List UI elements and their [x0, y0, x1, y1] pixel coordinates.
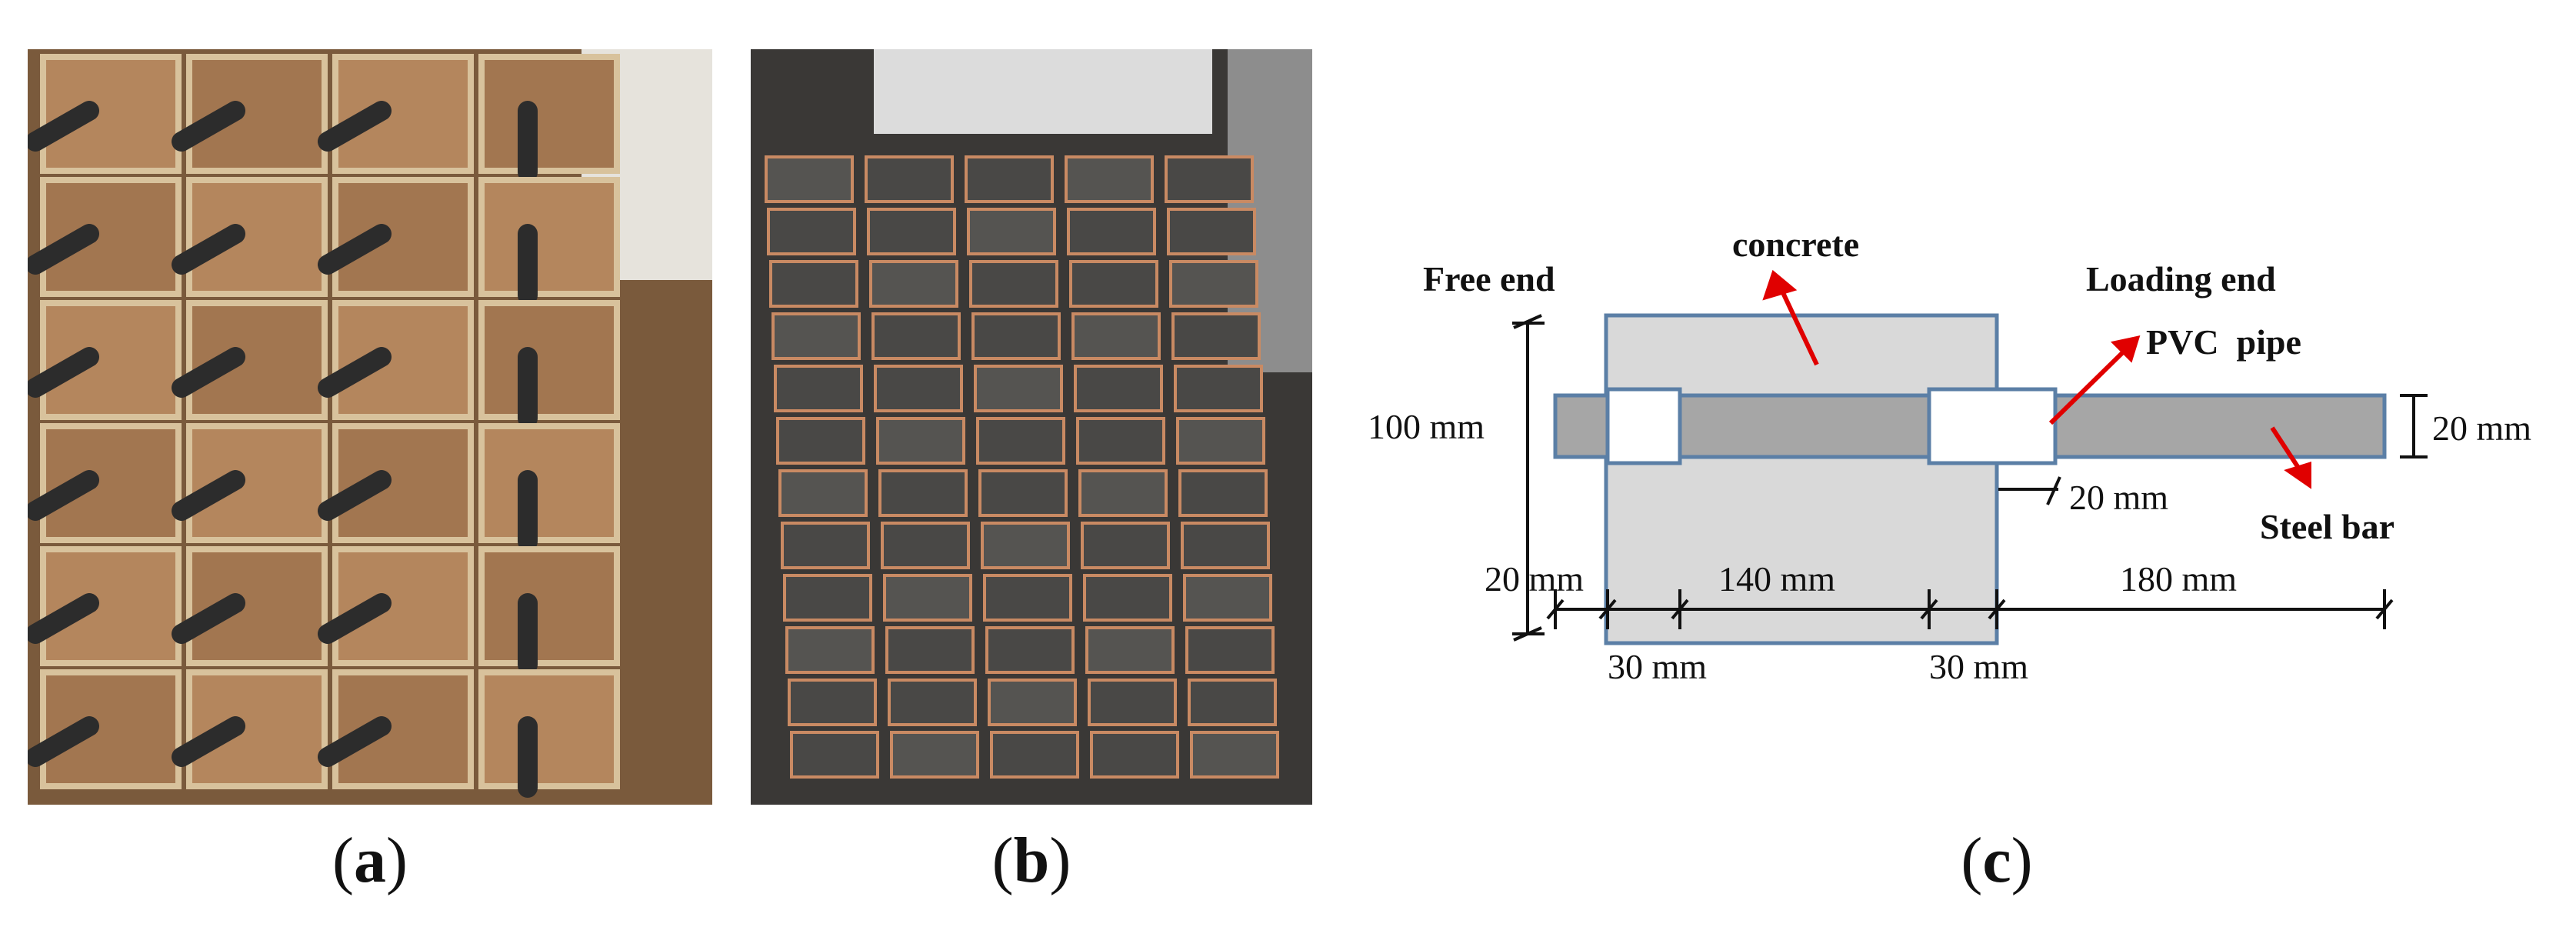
pvc-pipe-loading-end	[1927, 387, 2058, 465]
dim-protrusion-20-mm: 20 mm	[2069, 478, 2168, 517]
dim-100-mm: 100 mm	[1368, 407, 1485, 446]
photo-wooden-molds	[25, 49, 712, 805]
dim-bond-140-mm: 140 mm	[1718, 559, 1835, 599]
label-steel-bar: Steel bar	[2260, 507, 2394, 546]
dim-loading-180-mm: 180 mm	[2120, 559, 2237, 599]
arrow-pvc-pipe	[2048, 347, 2128, 425]
dim-pvc-free-30-mm: 30 mm	[1608, 647, 1707, 686]
caption-c: (c)	[1961, 825, 2033, 896]
pvc-pipe-free-end	[1605, 387, 1682, 465]
arrow-concrete	[1778, 285, 1819, 366]
photo-panel-b	[751, 49, 1312, 805]
specimen-schematic: Free end concrete Loading end PVC pipe S…	[1368, 225, 2531, 686]
diagram-panel-c: Free end concrete Loading end PVC pipe S…	[1338, 200, 2569, 723]
photo-cast-specimens	[751, 49, 1312, 805]
label-loading-end: Loading end	[2086, 259, 2276, 298]
caption-b: (b)	[991, 825, 1071, 896]
photo-panel-a	[25, 49, 712, 805]
label-concrete: concrete	[1732, 225, 1859, 264]
label-free-end: Free end	[1423, 259, 1555, 298]
dim-free-20-mm: 20 mm	[1485, 559, 1584, 599]
label-pvc-pipe: PVC pipe	[2146, 322, 2301, 362]
dim-bar-20-mm: 20 mm	[2432, 408, 2531, 448]
caption-a: (a)	[332, 825, 408, 896]
arrow-steel-bar	[2270, 426, 2304, 474]
dim-pvc-load-30-mm: 30 mm	[1929, 647, 2028, 686]
concrete-block	[1604, 313, 1999, 645]
